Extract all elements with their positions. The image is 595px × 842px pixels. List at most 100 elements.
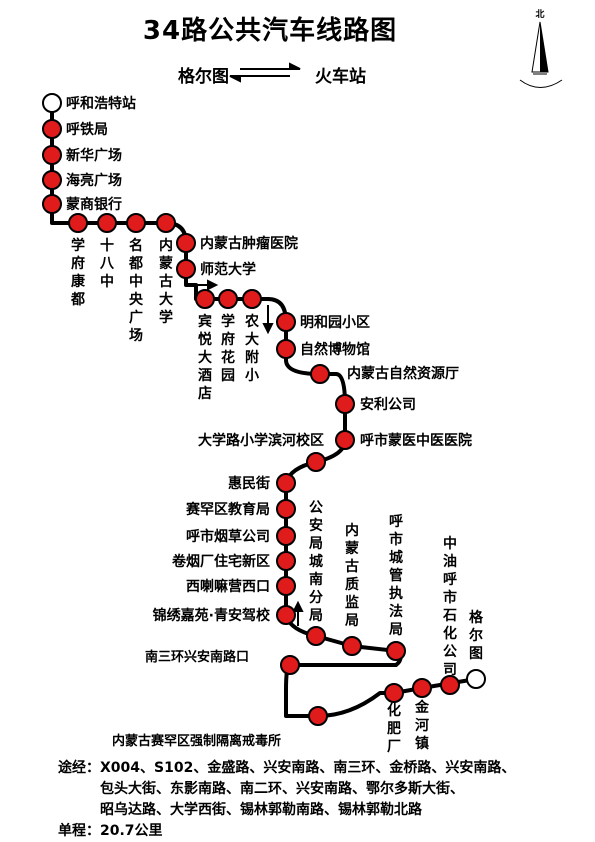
svg-text:悦: 悦 <box>198 331 212 348</box>
stop-marker <box>97 213 117 233</box>
svg-text:呼: 呼 <box>443 571 457 588</box>
svg-text:名: 名 <box>129 237 143 254</box>
svg-text:康: 康 <box>71 273 86 290</box>
stop-marker <box>276 473 296 493</box>
svg-text:场: 场 <box>129 328 143 344</box>
stop-label: 金河镇 <box>414 699 430 752</box>
svg-text:自然博物馆: 自然博物馆 <box>300 341 370 358</box>
svg-text:呼市烟草公司: 呼市烟草公司 <box>186 528 270 545</box>
svg-text:十: 十 <box>100 237 114 254</box>
route-notes: 途经：X004、S102、金盛路、兴安南路、南三环、金桥路、兴安南路、 包头大街… <box>58 758 515 842</box>
terminal-from: 格尔图 <box>178 67 229 87</box>
svg-text:古: 古 <box>159 273 173 290</box>
svg-text:西喇嘛营西口: 西喇嘛营西口 <box>186 578 270 595</box>
stop-label: 自然博物馆 <box>300 341 370 358</box>
stop-marker <box>42 145 62 165</box>
svg-text:店: 店 <box>198 385 212 402</box>
svg-text:公: 公 <box>443 644 457 660</box>
svg-text:府: 府 <box>221 331 235 348</box>
stop-label: 西喇嘛营西口 <box>186 578 270 595</box>
stop-label: 新华广场 <box>66 147 122 164</box>
stop-label: 内蒙古肿瘤医院 <box>200 235 298 252</box>
svg-text:南: 南 <box>309 571 323 588</box>
svg-text:图: 图 <box>469 646 483 662</box>
distance-label: 单程： <box>58 823 100 839</box>
svg-text:格: 格 <box>469 609 484 626</box>
svg-text:法: 法 <box>389 603 403 620</box>
route-line-2: 包头大街、东影南路、南二环、兴安南路、鄂尔多斯大街、 <box>100 781 464 797</box>
stop-marker <box>276 605 296 625</box>
svg-text:大: 大 <box>198 349 212 366</box>
stop-marker <box>335 394 355 414</box>
svg-text:厂: 厂 <box>387 739 401 755</box>
svg-text:金: 金 <box>414 699 430 716</box>
svg-text:都: 都 <box>70 292 85 308</box>
svg-text:化: 化 <box>443 625 457 642</box>
stop-label: 卷烟厂住宅新区 <box>171 553 270 570</box>
svg-text:呼和浩特站: 呼和浩特站 <box>66 95 136 112</box>
stop-label: 师范大学 <box>200 261 256 278</box>
stop-marker <box>42 93 62 113</box>
stop-label: 大学路小学滨河校区 <box>198 432 324 449</box>
stop-label: 十八中 <box>99 237 115 290</box>
svg-text:市: 市 <box>389 531 403 548</box>
svg-text:小: 小 <box>245 368 259 384</box>
svg-text:蒙: 蒙 <box>345 540 359 557</box>
stop-label: 内蒙古自然资源厅 <box>347 365 459 382</box>
svg-text:广: 广 <box>129 309 143 326</box>
svg-text:城: 城 <box>389 549 403 566</box>
svg-text:市: 市 <box>443 589 457 606</box>
svg-text:大: 大 <box>159 291 173 308</box>
svg-text:海亮广场: 海亮广场 <box>66 172 122 189</box>
svg-text:内蒙古自然资源厅: 内蒙古自然资源厅 <box>347 365 459 382</box>
svg-text:古: 古 <box>345 558 359 575</box>
stop-label: 海亮广场 <box>66 172 122 189</box>
stop-marker <box>42 170 62 190</box>
svg-text:中: 中 <box>100 273 114 290</box>
map-title: 34路公共汽车线路图 <box>142 16 398 46</box>
svg-text:呼: 呼 <box>389 513 403 530</box>
stop-marker <box>126 213 146 233</box>
route-row-1: 途经：X004、S102、金盛路、兴安南路、南三环、金桥路、兴安南路、 <box>58 758 515 779</box>
svg-text:学: 学 <box>159 309 173 326</box>
stop-marker <box>384 683 404 703</box>
stop-marker <box>335 430 355 450</box>
bidirectional-arrow-icon <box>229 62 301 83</box>
svg-text:酒: 酒 <box>198 368 212 384</box>
stop-marker <box>276 312 296 332</box>
svg-text:执: 执 <box>389 585 403 602</box>
svg-text:央: 央 <box>129 291 144 308</box>
svg-text:府: 府 <box>71 255 85 272</box>
svg-text:镇: 镇 <box>415 735 429 752</box>
svg-text:管: 管 <box>389 567 403 584</box>
stop-label: 呼市烟草公司 <box>186 528 270 545</box>
svg-text:河: 河 <box>415 717 429 734</box>
route-line-1: X004、S102、金盛路、兴安南路、南三环、金桥路、兴安南路、 <box>100 760 516 776</box>
stop-marker <box>308 706 328 726</box>
svg-text:学: 学 <box>221 313 235 330</box>
stop-label: 惠民街 <box>228 475 270 492</box>
svg-text:明和园小区: 明和园小区 <box>300 315 370 331</box>
stop-marker <box>276 499 296 519</box>
svg-text:中: 中 <box>129 273 143 290</box>
svg-text:局: 局 <box>345 613 359 629</box>
stop-marker <box>176 233 196 253</box>
svg-text:宾: 宾 <box>198 313 212 330</box>
svg-text:附: 附 <box>245 349 259 366</box>
svg-text:内: 内 <box>345 522 359 539</box>
stop-label-jiedusuo: 内蒙古赛罕区强制隔离戒毒所 <box>112 733 281 749</box>
north-compass-icon: 北 <box>519 8 563 88</box>
stop-marker <box>42 194 62 214</box>
stop-label-nansanhuan: 南三环兴安南路口 <box>145 649 249 665</box>
stop-marker <box>218 289 238 309</box>
stop-marker <box>342 636 362 656</box>
stop-marker <box>440 675 460 695</box>
distance-row: 单程：20.7公里 <box>58 821 515 842</box>
svg-text:农: 农 <box>244 313 260 330</box>
